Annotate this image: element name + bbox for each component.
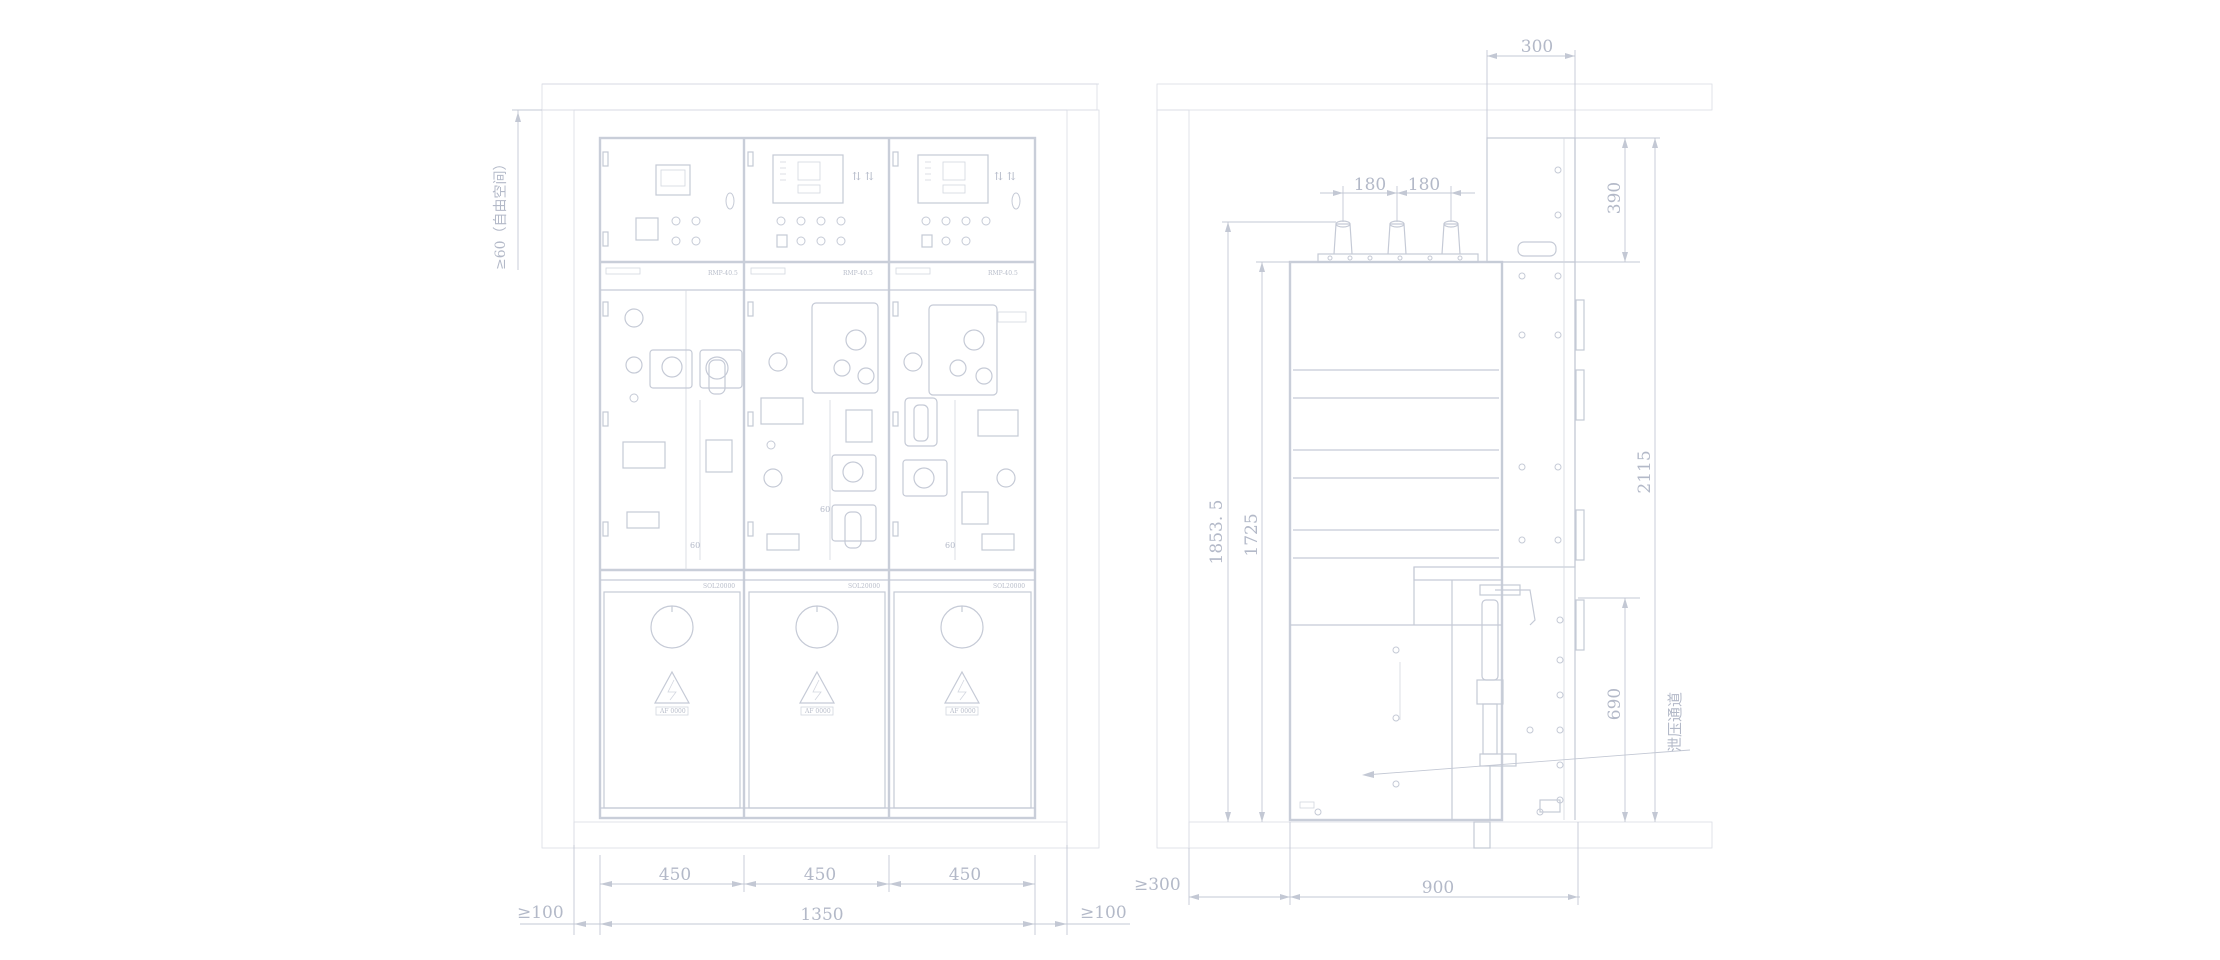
warning-sign-1: AF 0000 xyxy=(653,670,691,716)
warning-badge-1: AF 0000 xyxy=(659,708,686,715)
panel-1-cable-tag: SOL20000 xyxy=(703,583,735,590)
dim-total-height-outer: 1853. 5 xyxy=(1207,500,1227,565)
warning-badge-2: AF 0000 xyxy=(804,708,831,715)
dim-top-width: 300 xyxy=(1521,37,1553,57)
dim-bushing-spacing-1: 180 xyxy=(1354,175,1386,195)
dim-back-clearance: ≥300 xyxy=(1134,875,1181,895)
dim-depth: 900 xyxy=(1422,878,1454,898)
warning-badge-3: AF 0000 xyxy=(949,708,976,715)
panel-2-control: ⇅ ⇅ RMP-40.5 xyxy=(750,154,874,277)
dim-total-height-inner: 1725 xyxy=(1242,513,1262,556)
side-wall xyxy=(1156,83,1713,849)
front-view: RMP-40.5 ⇅ ⇅ RMP-40.5 xyxy=(493,83,1130,935)
dim-upper-height: 390 xyxy=(1605,182,1625,214)
panel-2-nameplate: RMP-40.5 xyxy=(843,270,873,277)
warning-sign-2: AF 0000 xyxy=(798,670,836,716)
panel-3-rating: 60 xyxy=(945,541,955,550)
middle-compartments: 60 60 xyxy=(622,290,1027,570)
side-view: 300 180 180 390 2115 xyxy=(1134,37,1713,905)
switchgear-front: RMP-40.5 ⇅ ⇅ RMP-40.5 xyxy=(598,136,1037,820)
dim-overall-height: 2115 xyxy=(1635,450,1655,493)
panel-1-control: RMP-40.5 xyxy=(605,164,738,277)
side-dimensions: 300 180 180 390 2115 xyxy=(1134,37,1691,905)
panel-3-nameplate: RMP-40.5 xyxy=(988,270,1018,277)
dim-total-width: 1350 xyxy=(800,905,843,925)
panel-3-cable-tag: SOL20000 xyxy=(993,583,1025,590)
dim-bushing-spacing-2: 180 xyxy=(1408,175,1440,195)
dim-left-clearance: ≥100 xyxy=(517,903,564,923)
panel-2-rating: 60 xyxy=(820,505,830,514)
svg-text:⇅ ⇅: ⇅ ⇅ xyxy=(852,170,874,183)
warning-sign-3: AF 0000 xyxy=(943,670,981,716)
dim-right-clearance: ≥100 xyxy=(1080,903,1127,923)
dim-panel-width-2: 450 xyxy=(804,865,836,885)
dim-panel-width-1: 450 xyxy=(659,865,691,885)
pressure-relief-label: 泄压通道 xyxy=(1666,692,1684,752)
svg-text:⇅ ⇅: ⇅ ⇅ xyxy=(994,170,1016,183)
dim-lower-height: 690 xyxy=(1605,688,1625,720)
front-wall xyxy=(541,83,1100,849)
panel-2-cable-tag: SOL20000 xyxy=(848,583,880,590)
panel-3-control: ⇅ ⇅ RMP-40.5 xyxy=(895,154,1021,277)
switchgear-side xyxy=(1288,137,1585,822)
panel-1-rating: 60 xyxy=(690,541,700,550)
lower-compartments: SOL20000 SOL20000 SOL20000 AF 0000 xyxy=(603,583,1032,809)
panel-1-nameplate: RMP-40.5 xyxy=(708,270,738,277)
dim-panel-width-3: 450 xyxy=(949,865,981,885)
front-dimensions: ≥60（自由空间） 450 450 450 1350 ≥ xyxy=(493,109,1130,935)
dim-top-clearance: ≥60（自由空间） xyxy=(493,156,509,270)
